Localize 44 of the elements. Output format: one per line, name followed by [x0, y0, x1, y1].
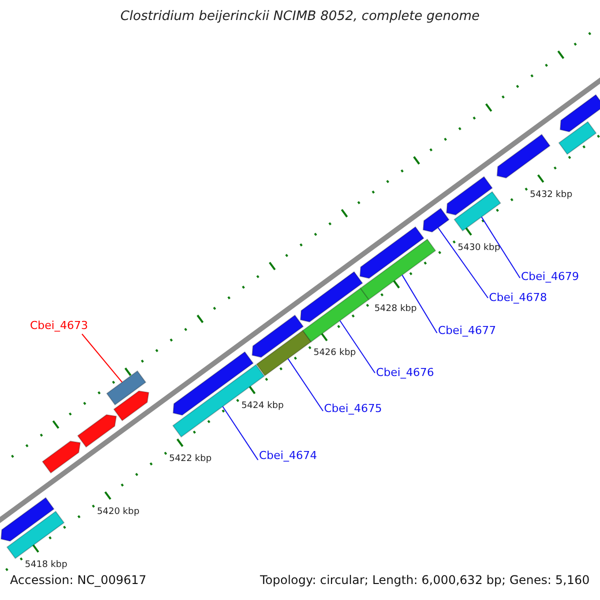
gene-label: Cbei_4673 — [30, 320, 88, 332]
gene-feature — [172, 364, 265, 438]
gene-feature — [0, 497, 55, 542]
leader-line — [481, 216, 520, 278]
gene-feature — [6, 510, 65, 560]
gene-feature — [42, 440, 81, 474]
genome-summary: Topology: circular; Length: 6,000,632 bp; Genes: 5,160 — [260, 574, 590, 588]
leader-line — [339, 320, 376, 374]
scale-label: 5420 kbp — [97, 508, 140, 518]
gene-feature — [560, 94, 600, 132]
gene-label: Cbei_4678 — [489, 292, 547, 304]
leader-line — [222, 406, 258, 460]
gene-label: Cbei_4676 — [376, 367, 434, 380]
scale-label: 5430 kbp — [458, 244, 500, 254]
leader-line — [402, 274, 438, 334]
scale-label: 5432 kbp — [530, 190, 572, 201]
gene-feature — [113, 390, 150, 422]
gene-label: Cbei_4679 — [521, 271, 579, 284]
gene-label: Cbei_4675 — [324, 403, 382, 416]
gene-label: Cbei_4677 — [438, 325, 496, 338]
scale-label: 5418 kbp — [24, 560, 68, 571]
scale-label: 5422 kbp — [169, 455, 212, 465]
leader-line — [82, 334, 123, 383]
gene-label: Cbei_4674 — [259, 450, 317, 462]
gene-feature — [558, 121, 597, 155]
gene-feature — [360, 238, 436, 300]
gene-feature — [496, 134, 551, 178]
leader-line — [438, 227, 488, 298]
gene-feature — [252, 314, 304, 358]
gene-feature — [300, 271, 364, 322]
accession-note: Accession: NC_009617 — [10, 574, 146, 588]
gene-feature — [446, 176, 493, 216]
gene-feature — [106, 370, 146, 406]
leader-line — [288, 358, 324, 412]
gene-feature — [454, 191, 502, 232]
gene-feature — [302, 288, 370, 342]
gene-feature — [422, 208, 450, 233]
diagram-title: Clostridium beijerinckii NCIMB 8052, complete genome — [119, 10, 481, 24]
gene-feature — [77, 414, 117, 448]
scale-label: 5428 kbp — [374, 304, 417, 315]
gene-feature — [359, 226, 424, 279]
gene-feature — [256, 330, 312, 376]
scale-label: 5424 kbp — [241, 402, 284, 412]
scale-label: 5426 kbp — [313, 349, 356, 360]
